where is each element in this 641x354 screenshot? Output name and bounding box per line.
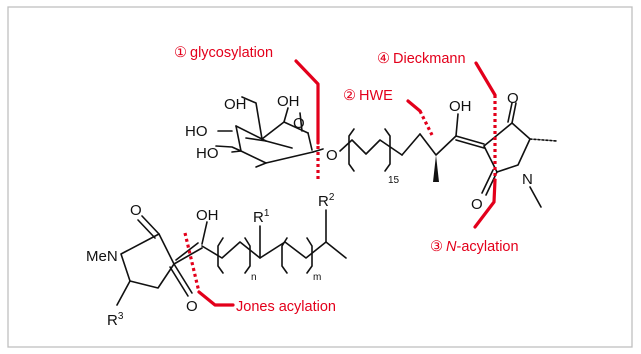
subscript-n: n	[251, 272, 257, 283]
substituent-r3: R3	[107, 311, 124, 329]
disconnections	[183, 59, 497, 307]
nacylation-leader	[473, 178, 497, 229]
jones-cut	[183, 232, 201, 293]
frame	[7, 6, 633, 348]
hwe-leader	[406, 99, 422, 113]
atom-oh-2: OH	[277, 93, 300, 110]
glycosylation-leader	[294, 59, 320, 145]
atom-o-top: O	[130, 202, 142, 219]
atom-men: MeN	[86, 248, 118, 265]
atom-o-link: O	[326, 147, 338, 164]
alkyl-chain: 15	[339, 128, 485, 186]
pyrrolidinedione-ring: O MeN O R3	[86, 202, 198, 329]
atom-ho-2: HO	[196, 145, 219, 162]
atom-ho-1: HO	[185, 123, 208, 140]
methyl-wedge	[433, 155, 439, 182]
atom-oh-1: OH	[224, 96, 247, 113]
side-chain: OH n R1 m R2	[173, 192, 347, 283]
sugar-ring: OH OH O HO HO	[185, 93, 324, 168]
substituent-r1: R1	[253, 208, 270, 226]
jones-leader	[197, 290, 235, 307]
hwe-cut	[418, 110, 434, 136]
label-jones: Jones acylation	[236, 299, 336, 315]
subscript-m: m	[313, 272, 321, 283]
atom-oh-enol: OH	[449, 98, 472, 115]
bottom-molecule: O MeN O R3 OH n R1 m R2	[86, 192, 347, 329]
atom-o-ring: O	[293, 115, 305, 132]
chain-subscript: 15	[388, 175, 400, 186]
substituent-r2: R2	[318, 192, 335, 210]
dieckmann-leader	[474, 61, 497, 97]
atom-n: N	[522, 171, 533, 188]
atom-o-amide: O	[471, 196, 483, 213]
tetramic-acid: OH O O N	[449, 90, 558, 213]
atom-o-ketone: O	[507, 90, 519, 107]
atom-oh: OH	[196, 207, 219, 224]
atom-o-right: O	[186, 298, 198, 315]
top-molecule: OH OH O HO HO O 15 OH	[185, 90, 558, 213]
